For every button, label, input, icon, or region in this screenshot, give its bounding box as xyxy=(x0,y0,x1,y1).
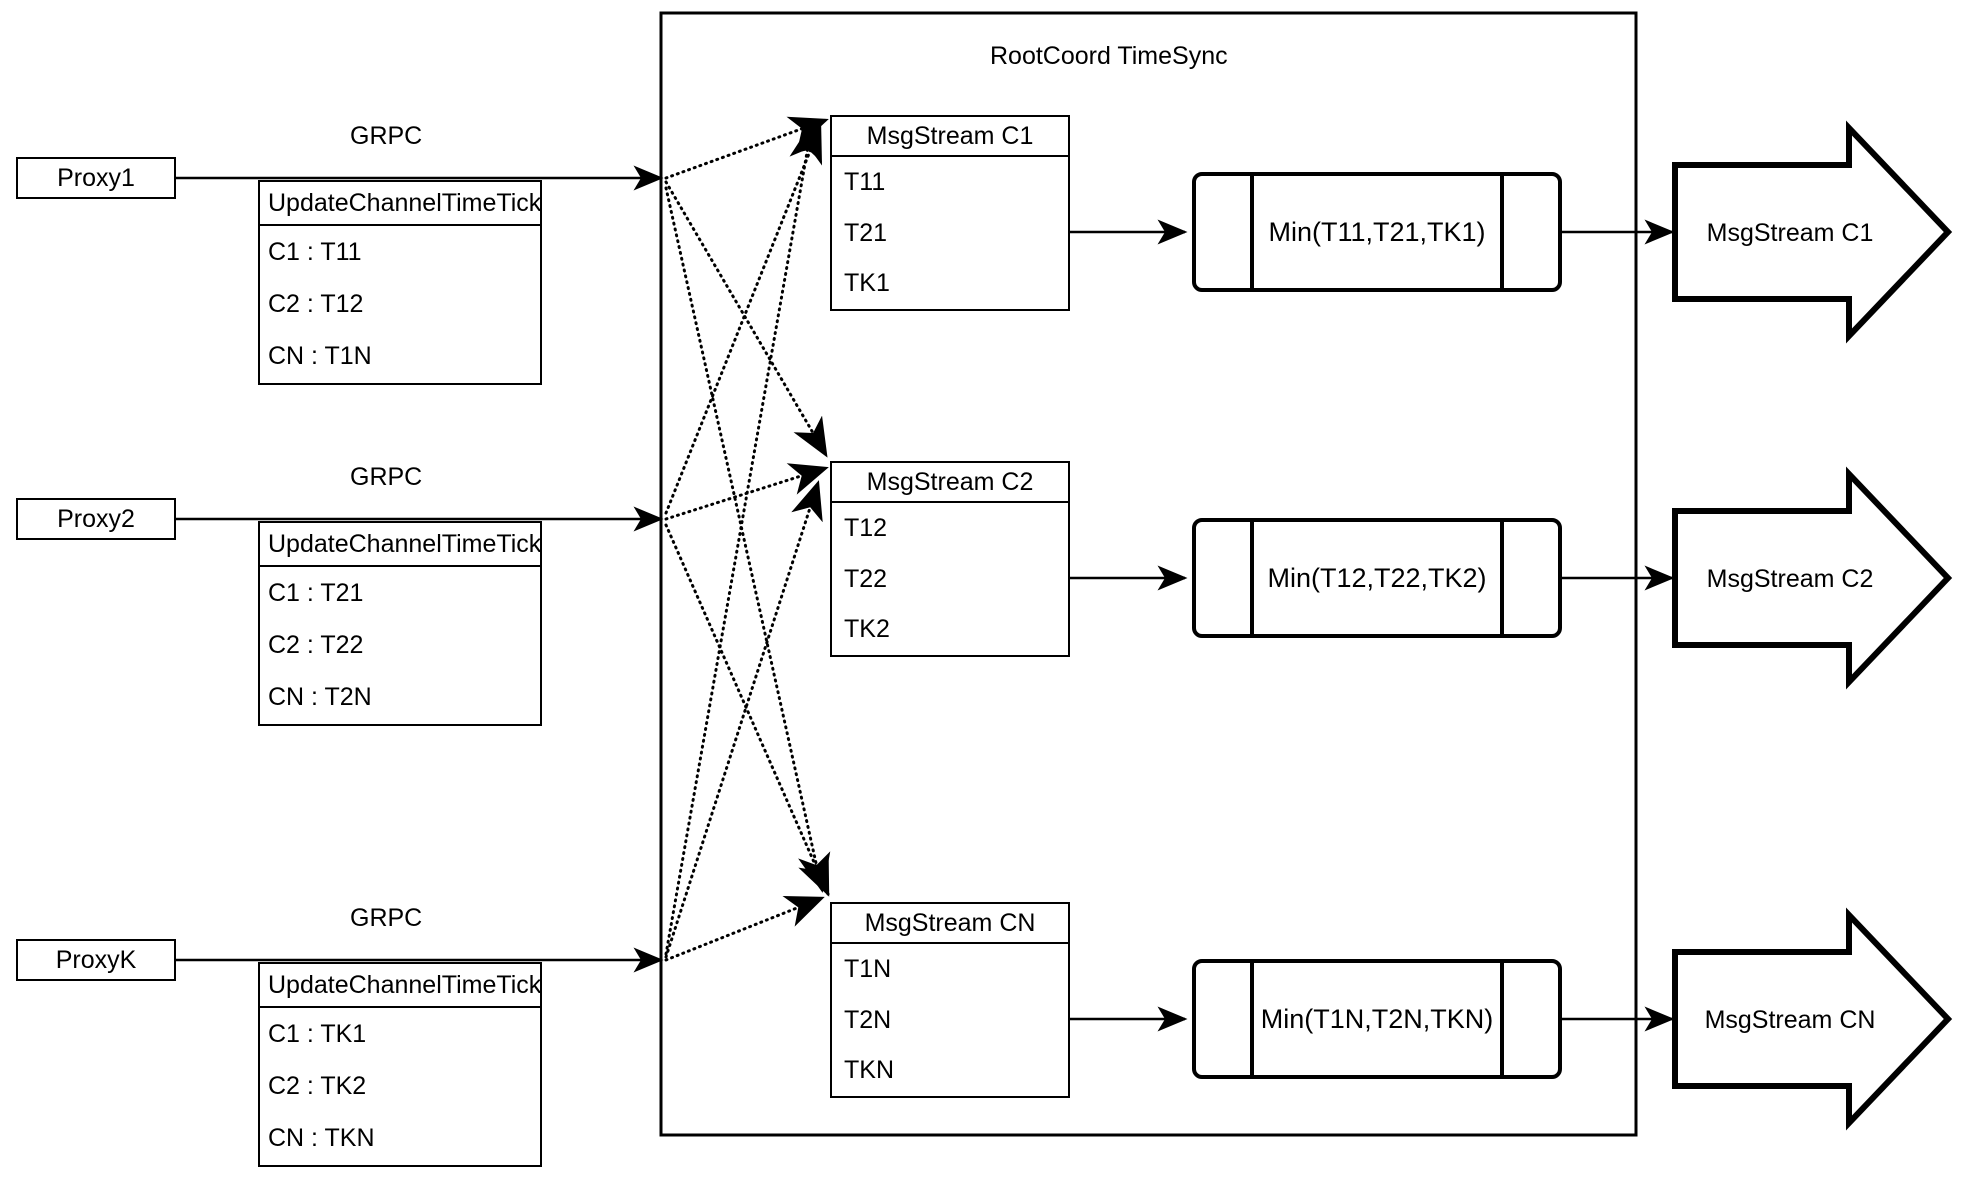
table-row: CN : T2N xyxy=(268,683,372,712)
timetick-fanout xyxy=(664,116,831,962)
proc-divider-right xyxy=(1500,522,1504,634)
fanout-p2-c2 xyxy=(664,463,829,521)
table-body: C1 : T11 C2 : T12 CN : T1N xyxy=(260,226,540,383)
proxy-label: Proxy2 xyxy=(57,504,135,533)
proc-divider-right xyxy=(1500,963,1504,1075)
min-process-2[interactable]: Min(T12,T22,TK2) xyxy=(1192,518,1562,638)
output-arrow-label-2: MsgStream C2 xyxy=(1706,565,1874,593)
min-label: Min(T12,T22,TK2) xyxy=(1267,562,1487,593)
output-arrow-label-1: MsgStream C1 xyxy=(1706,219,1874,247)
fanout-p1-c1 xyxy=(664,116,829,180)
proc-divider-left xyxy=(1250,963,1254,1075)
msgstream-ticks: T11 T21 TK1 xyxy=(832,157,1068,309)
tick-row: T1N xyxy=(844,954,892,983)
msgstream-buffer-2[interactable]: MsgStream C2 T12 T22 TK2 xyxy=(830,461,1070,657)
min-process-1[interactable]: Min(T11,T21,TK1) xyxy=(1192,172,1562,292)
proxy-box-1[interactable]: Proxy1 xyxy=(16,157,176,199)
fanout-p2-c1 xyxy=(664,123,823,515)
table-row: CN : T1N xyxy=(268,342,372,371)
output-arrow-label-3: MsgStream CN xyxy=(1704,1006,1876,1034)
update-channel-timetick-table-1[interactable]: UpdateChannelTimeTick C1 : T11 C2 : T12 … xyxy=(258,180,542,385)
table-row: C1 : TK1 xyxy=(268,1019,367,1048)
proxy-label: ProxyK xyxy=(55,945,137,974)
table-row: C2 : T12 xyxy=(268,289,364,318)
update-channel-timetick-table-3[interactable]: UpdateChannelTimeTick C1 : TK1 C2 : TK2 … xyxy=(258,962,542,1167)
grpc-label-2: GRPC xyxy=(350,463,423,491)
table-row: C1 : T11 xyxy=(268,237,362,266)
tick-row: T2N xyxy=(844,1005,892,1034)
grpc-label-1: GRPC xyxy=(350,122,423,150)
container-title: RootCoord TimeSync xyxy=(990,42,1228,70)
tick-row: T21 xyxy=(844,218,888,247)
msgstream-buffer-3[interactable]: MsgStream CN T1N T2N TKN xyxy=(830,902,1070,1098)
min-process-3[interactable]: Min(T1N,T2N,TKN) xyxy=(1192,959,1562,1079)
msgstream-title: MsgStream C1 xyxy=(832,117,1068,157)
table-header: UpdateChannelTimeTick xyxy=(260,182,541,226)
fanout-p3-cn xyxy=(664,895,825,962)
tick-row: T11 xyxy=(844,167,886,196)
grpc-label-3: GRPC xyxy=(350,904,423,932)
tick-row: TKN xyxy=(844,1056,894,1085)
proc-divider-left xyxy=(1250,522,1254,634)
fanout-p2-cn xyxy=(664,523,830,897)
table-row: C2 : TK2 xyxy=(268,1071,367,1100)
table-row: CN : TKN xyxy=(268,1124,375,1153)
proxy-box-3[interactable]: ProxyK xyxy=(16,939,176,981)
msgstream-buffer-1[interactable]: MsgStream C1 T11 T21 TK1 xyxy=(830,115,1070,311)
tick-row: TK2 xyxy=(844,615,890,644)
table-body: C1 : T21 C2 : T22 CN : T2N xyxy=(260,567,540,724)
update-channel-timetick-table-2[interactable]: UpdateChannelTimeTick C1 : T21 C2 : T22 … xyxy=(258,521,542,726)
min-label: Min(T1N,T2N,TKN) xyxy=(1260,1003,1494,1034)
min-label: Min(T11,T21,TK1) xyxy=(1268,216,1486,247)
tick-row: T22 xyxy=(844,564,888,593)
msgstream-ticks: T1N T2N TKN xyxy=(832,944,1068,1096)
tick-row: T12 xyxy=(844,513,888,542)
table-body: C1 : TK1 C2 : TK2 CN : TKN xyxy=(260,1008,540,1165)
proxy-box-2[interactable]: Proxy2 xyxy=(16,498,176,540)
table-header: UpdateChannelTimeTick xyxy=(260,964,541,1008)
tick-row: TK1 xyxy=(844,269,890,298)
fanout-p1-c2 xyxy=(664,180,828,458)
table-row: C1 : T21 xyxy=(268,578,364,607)
proc-divider-right xyxy=(1500,176,1504,288)
msgstream-ticks: T12 T22 TK2 xyxy=(832,503,1068,655)
proxy-label: Proxy1 xyxy=(57,163,135,192)
table-row: C2 : T22 xyxy=(268,630,364,659)
fanout-p3-c2 xyxy=(664,480,823,959)
msgstream-title: MsgStream C2 xyxy=(832,463,1068,503)
proc-divider-left xyxy=(1250,176,1254,288)
fanout-p1-cn xyxy=(664,186,831,893)
msgstream-title: MsgStream CN xyxy=(832,904,1068,944)
table-header: UpdateChannelTimeTick xyxy=(260,523,541,567)
fanout-p3-c1 xyxy=(664,121,823,956)
